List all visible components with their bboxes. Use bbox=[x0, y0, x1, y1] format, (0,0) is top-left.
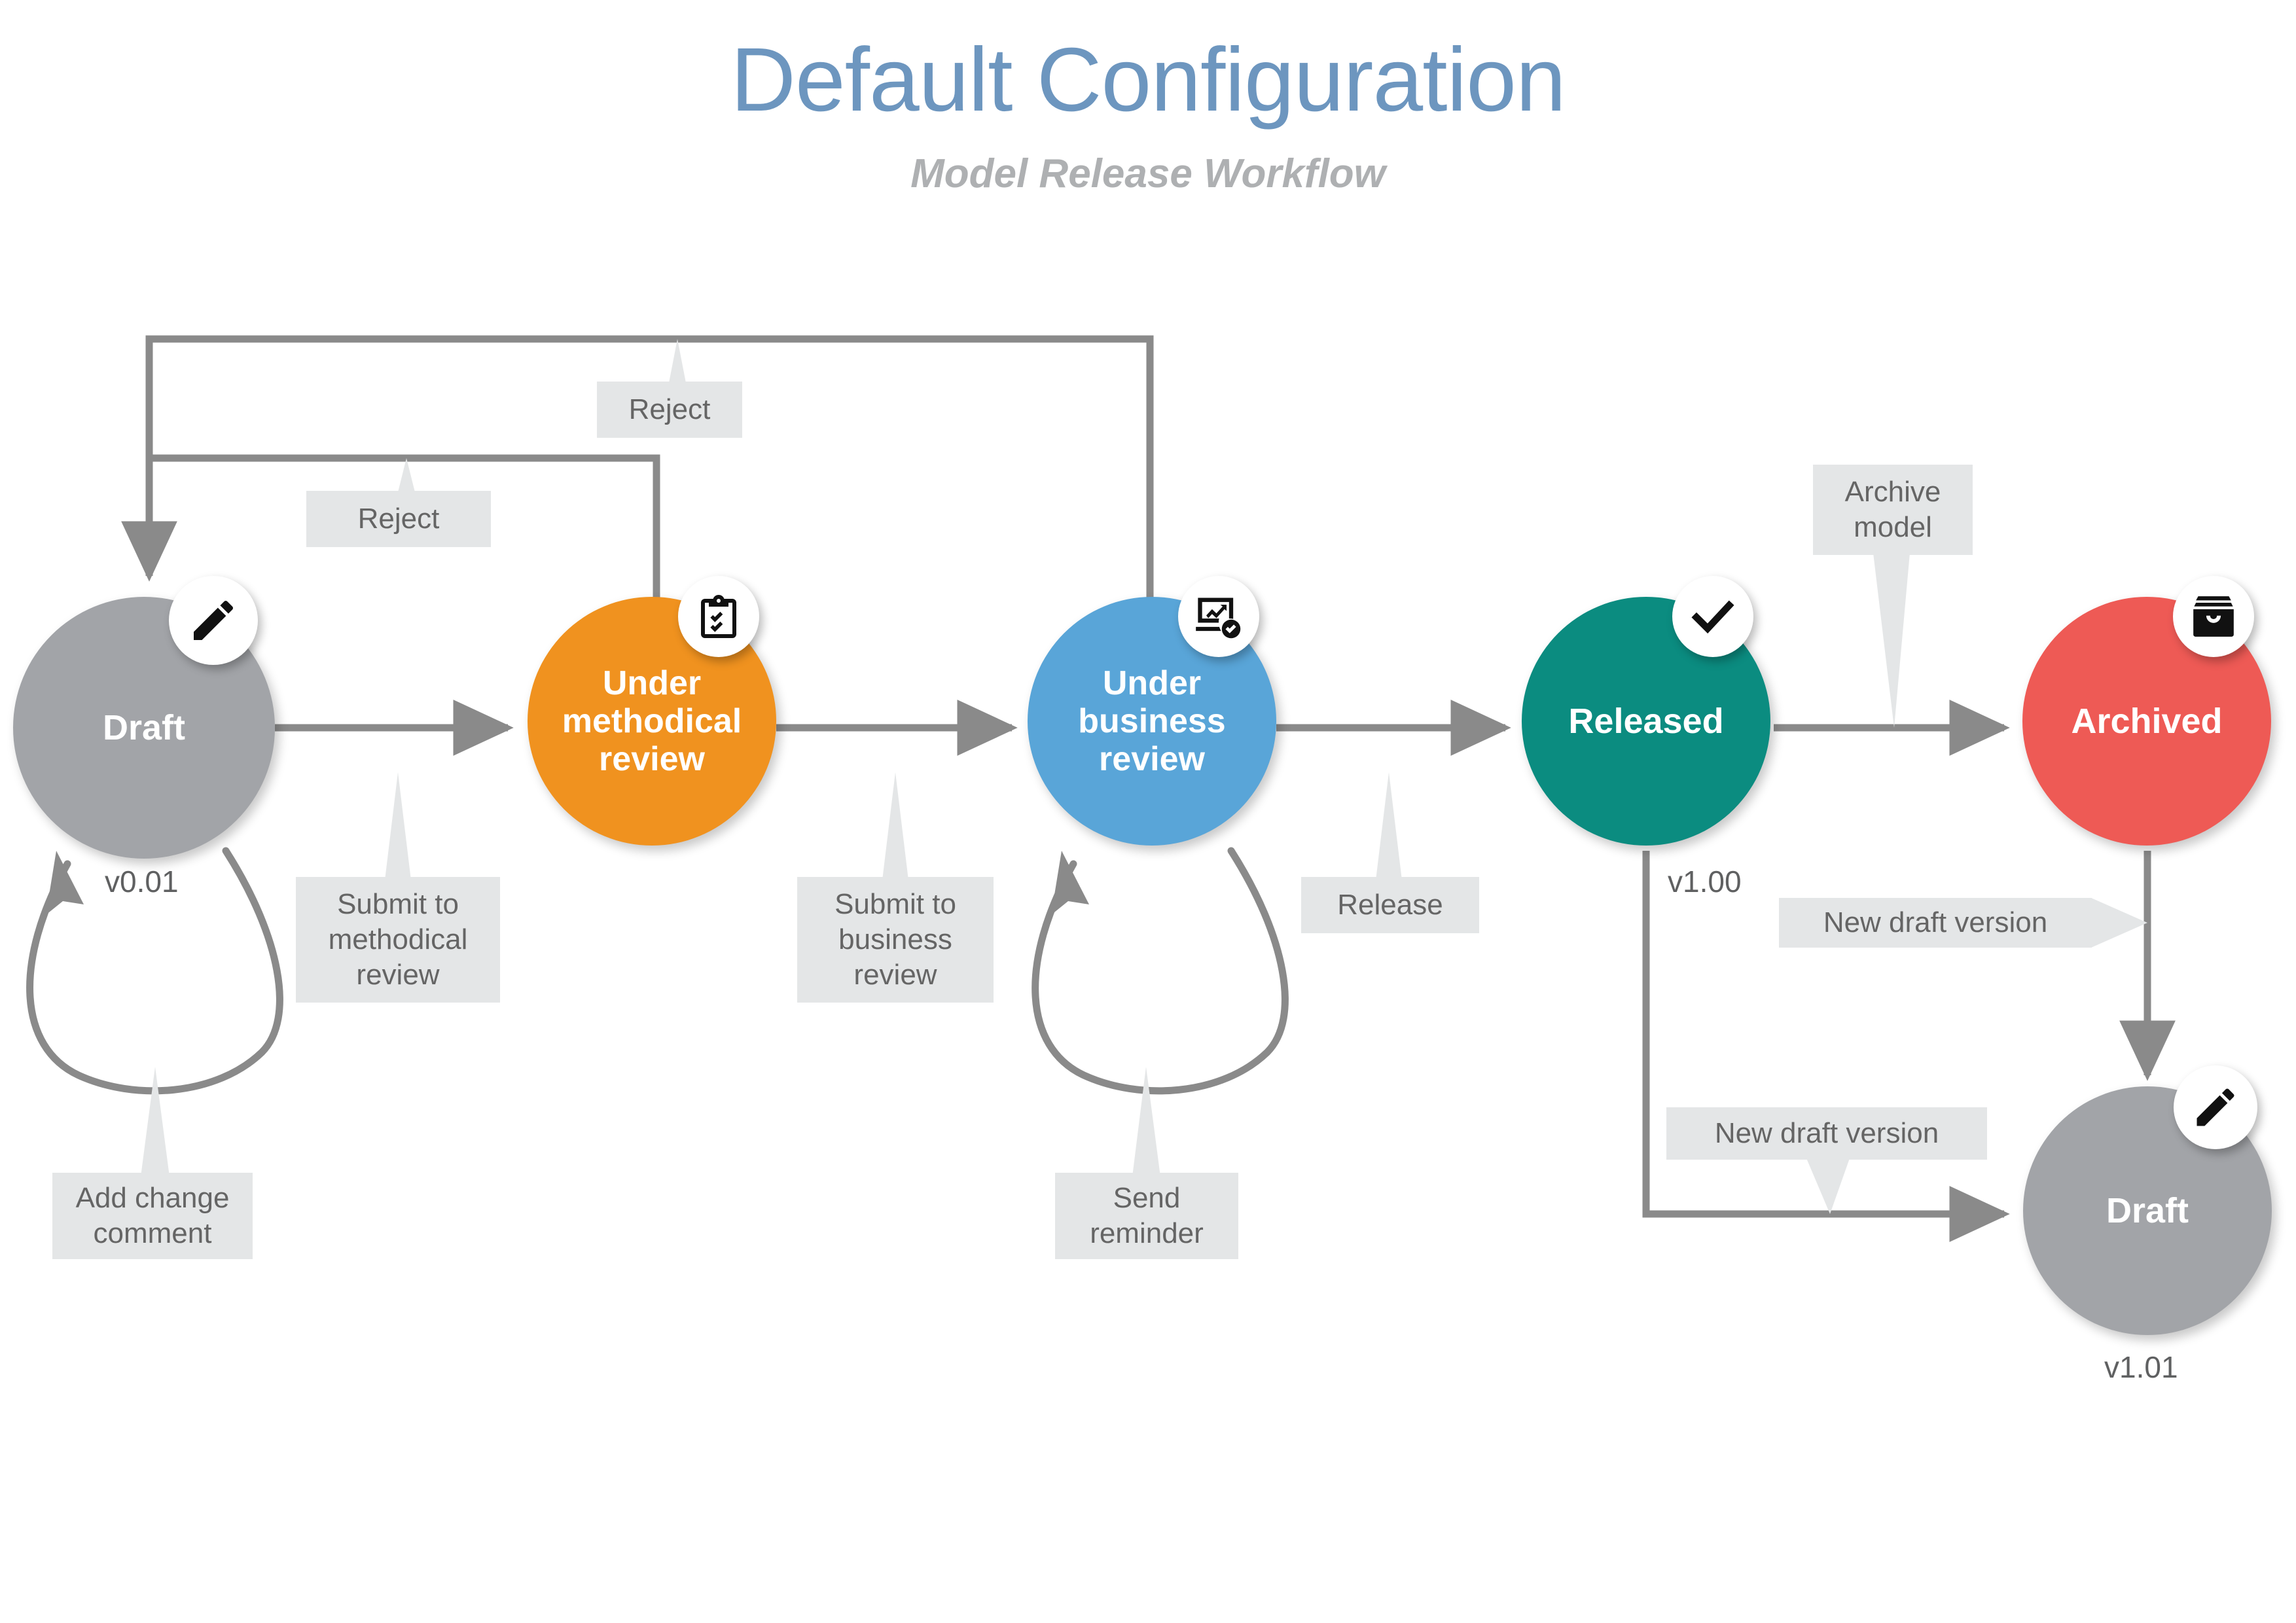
edge-released-to-draft2 bbox=[1642, 851, 2010, 1242]
page-subtitle: Model Release Workflow bbox=[910, 151, 1386, 196]
state-node-under-business-review[interactable]: Under business review bbox=[1028, 597, 1276, 846]
pointer-new-draft-top bbox=[2091, 898, 2147, 948]
label-text: Submit to business review bbox=[834, 888, 956, 991]
label-text: New draft version bbox=[1714, 1117, 1939, 1150]
state-node-business-label: Under business review bbox=[1078, 664, 1226, 779]
clipboard-check-icon-badge[interactable] bbox=[678, 576, 759, 657]
chart-check-icon-badge[interactable] bbox=[1178, 576, 1259, 657]
state-node-archived-label: Archived bbox=[2071, 701, 2223, 741]
pointer-reject-business bbox=[669, 339, 686, 383]
label-text: Archive model bbox=[1844, 476, 1941, 543]
pointer-reject-methodical bbox=[398, 458, 415, 492]
chart-check-icon bbox=[1196, 597, 1241, 639]
archive-box-icon-badge[interactable] bbox=[2173, 576, 2254, 657]
transition-label-reject-business[interactable]: Reject bbox=[597, 382, 742, 438]
label-text: Send reminder bbox=[1090, 1182, 1204, 1249]
label-text: Submit to methodical review bbox=[328, 888, 468, 991]
state-node-released-label: Released bbox=[1568, 701, 1724, 741]
arrowhead-business-self-loop bbox=[1051, 851, 1089, 915]
transition-label-submit-business[interactable]: Submit to business review bbox=[797, 877, 994, 1003]
version-label-draft: v0.01 bbox=[105, 865, 179, 899]
transition-label-new-draft-version-top[interactable]: New draft version bbox=[1779, 898, 2092, 948]
check-icon bbox=[1691, 600, 1734, 634]
state-node-methodical-label: Under methodical review bbox=[562, 664, 742, 779]
clipboard-check-icon bbox=[701, 595, 736, 638]
check-icon-badge[interactable] bbox=[1672, 576, 1753, 657]
pencil-icon bbox=[194, 600, 234, 640]
transition-label-archive-model[interactable]: Archive model bbox=[1813, 465, 1973, 555]
pointer-submit-business bbox=[882, 772, 908, 880]
pencil-icon-badge-draft-v101[interactable] bbox=[2174, 1065, 2257, 1149]
pencil-icon bbox=[2197, 1088, 2234, 1126]
edge-reject-methodical-to-draft bbox=[149, 454, 660, 599]
version-label-released: v1.00 bbox=[1668, 865, 1742, 899]
transition-label-new-draft-version-bottom[interactable]: New draft version bbox=[1666, 1107, 1987, 1160]
arrowhead-draft-self-loop bbox=[46, 851, 84, 915]
label-text: New draft version bbox=[1823, 906, 2048, 939]
label-text: Reject bbox=[357, 503, 440, 535]
pencil-icon-badge-draft[interactable] bbox=[169, 576, 258, 665]
version-label-draft-v101: v1.01 bbox=[2104, 1350, 2178, 1384]
state-node-draft-label: Draft bbox=[102, 707, 185, 747]
transition-label-add-change-comment[interactable]: Add change comment bbox=[52, 1173, 253, 1259]
page-title: Default Configuration bbox=[730, 29, 1566, 130]
pointer-send-reminder bbox=[1132, 1067, 1160, 1177]
pointer-release bbox=[1376, 772, 1402, 880]
transition-label-release[interactable]: Release bbox=[1301, 877, 1479, 933]
label-text: Release bbox=[1337, 889, 1443, 921]
transition-label-reject-methodical[interactable]: Reject bbox=[306, 491, 491, 547]
archive-box-icon bbox=[2193, 596, 2234, 637]
pointer-submit-methodical bbox=[385, 772, 411, 880]
pointer-archive-model bbox=[1873, 553, 1910, 728]
label-text: Reject bbox=[628, 393, 711, 426]
pointer-new-draft-bottom bbox=[1806, 1158, 1850, 1214]
transition-label-submit-methodical[interactable]: Submit to methodical review bbox=[296, 877, 500, 1003]
edge-draft-self-loop bbox=[26, 847, 283, 1095]
edge-business-self-loop bbox=[1031, 847, 1289, 1095]
transition-label-send-reminder[interactable]: Send reminder bbox=[1055, 1173, 1238, 1259]
state-node-draft2-label: Draft bbox=[2106, 1190, 2189, 1230]
label-text: Add change comment bbox=[75, 1182, 230, 1249]
pointer-add-comment bbox=[141, 1067, 170, 1177]
